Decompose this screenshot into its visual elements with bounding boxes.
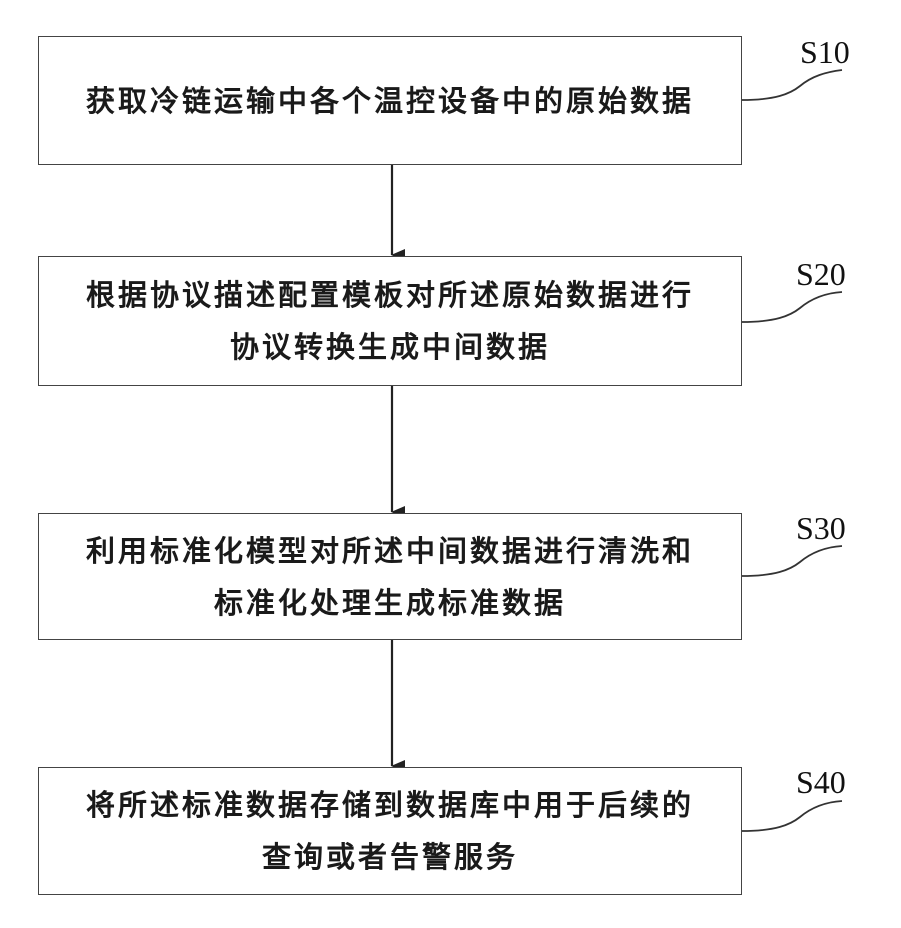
- step-label-s20: S20: [796, 256, 846, 293]
- step-box-s30: 利用标准化模型对所述中间数据进行清洗和 标准化处理生成标准数据: [38, 513, 742, 640]
- step-box-s40: 将所述标准数据存储到数据库中用于后续的 查询或者告警服务: [38, 767, 742, 895]
- step-label-s30: S30: [796, 510, 846, 547]
- step-text-s10: 获取冷链运输中各个温控设备中的原始数据: [86, 75, 694, 127]
- step-text-s30: 利用标准化模型对所述中间数据进行清洗和 标准化处理生成标准数据: [86, 525, 694, 629]
- leader-line-s20: [742, 292, 842, 322]
- step-text-line: 利用标准化模型对所述中间数据进行清洗和: [86, 525, 694, 577]
- step-text-line: 查询或者告警服务: [86, 831, 694, 883]
- leader-line-s10: [742, 70, 842, 100]
- step-box-s10: 获取冷链运输中各个温控设备中的原始数据: [38, 36, 742, 165]
- leader-line-s30: [742, 546, 842, 576]
- step-text-s20: 根据协议描述配置模板对所述原始数据进行 协议转换生成中间数据: [86, 269, 694, 373]
- step-text-line: 将所述标准数据存储到数据库中用于后续的: [86, 779, 694, 831]
- step-text-line: 标准化处理生成标准数据: [86, 577, 694, 629]
- step-text-line: 获取冷链运输中各个温控设备中的原始数据: [86, 75, 694, 127]
- leader-line-s40: [742, 801, 842, 831]
- step-label-s10: S10: [800, 34, 850, 71]
- step-text-line: 根据协议描述配置模板对所述原始数据进行: [86, 269, 694, 321]
- step-box-s20: 根据协议描述配置模板对所述原始数据进行 协议转换生成中间数据: [38, 256, 742, 386]
- step-text-line: 协议转换生成中间数据: [86, 321, 694, 373]
- step-text-s40: 将所述标准数据存储到数据库中用于后续的 查询或者告警服务: [86, 779, 694, 883]
- step-label-s40: S40: [796, 764, 846, 801]
